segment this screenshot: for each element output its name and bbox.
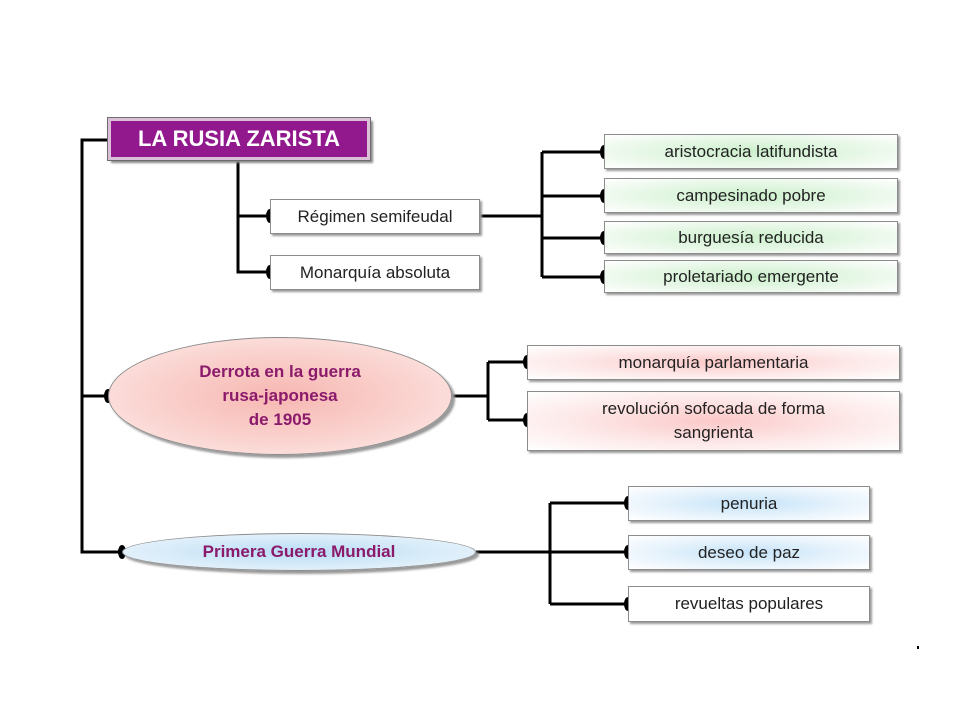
monarquia-parlamentaria-box: monarquía parlamentaria <box>527 345 900 380</box>
derrota-oval: Derrota en la guerra rusa-japonesa de 19… <box>108 337 452 455</box>
deseo-label: deseo de paz <box>697 542 801 562</box>
revueltas-box: revueltas populares <box>628 586 870 622</box>
regimen-label: Régimen semifeudal <box>297 206 453 226</box>
proletariado-label: proletariado emergente <box>663 266 839 286</box>
stray-dot <box>917 646 919 649</box>
burguesia-box: burguesía reducida <box>604 221 898 254</box>
title-text: LA RUSIA ZARISTA <box>137 126 341 151</box>
regimen-box: Régimen semifeudal <box>270 199 480 234</box>
derrota-line-3: de 1905 <box>248 409 312 429</box>
guerra-oval: Primera Guerra Mundial <box>122 533 476 571</box>
monarquia-box: Monarquía absoluta <box>270 255 480 290</box>
revolucion-box: revolución sofocada de forma sangrienta <box>527 391 900 451</box>
penuria-box: penuria <box>628 486 870 521</box>
trunk-line <box>80 138 122 554</box>
guerra-label: Primera Guerra Mundial <box>202 542 396 562</box>
title-branch-line <box>236 160 270 274</box>
monarquia-label: Monarquía absoluta <box>299 262 451 282</box>
derrota-line-1: Derrota en la guerra <box>199 362 361 382</box>
title-box: LA RUSIA ZARISTA <box>107 117 371 161</box>
derrota-line-2: rusa-japonesa <box>222 386 338 406</box>
penuria-label: penuria <box>720 493 778 513</box>
campesinado-box: campesinado pobre <box>604 178 898 213</box>
revolucion-line-2: sangrienta <box>673 423 754 442</box>
monarquia-parlamentaria-label: monarquía parlamentaria <box>618 352 809 372</box>
revolucion-line-1: revolución sofocada de forma <box>601 399 826 419</box>
proletariado-box: proletariado emergente <box>604 260 898 293</box>
campesinado-label: campesinado pobre <box>676 185 826 205</box>
aristocracia-label: aristocracia latifundista <box>664 141 838 161</box>
burguesia-label: burguesía reducida <box>678 227 824 247</box>
deseo-box: deseo de paz <box>628 535 870 570</box>
revueltas-label: revueltas populares <box>674 594 824 614</box>
aristocracia-box: aristocracia latifundista <box>604 134 898 169</box>
